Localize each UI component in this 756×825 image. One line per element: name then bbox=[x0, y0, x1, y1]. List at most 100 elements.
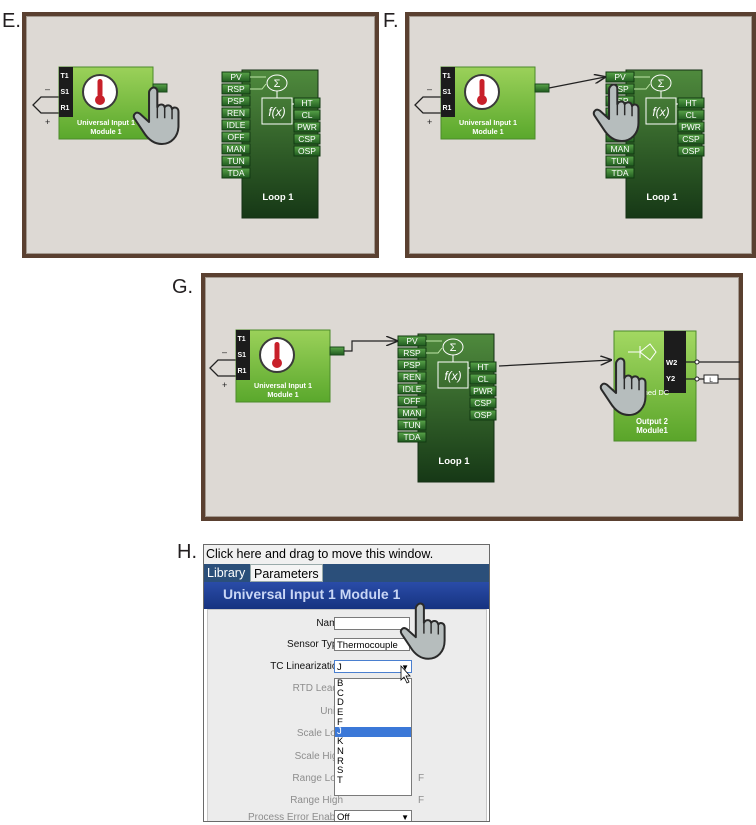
thermocouple-minus: – bbox=[45, 84, 50, 94]
dropdown-option-e[interactable]: E bbox=[337, 707, 344, 719]
loop-input-pin-off bbox=[397, 395, 427, 407]
dropdown-option-b[interactable]: B bbox=[337, 678, 344, 689]
load-label: L bbox=[709, 377, 713, 384]
field-label-range-high: Range High bbox=[290, 795, 343, 806]
loop-input-pin-psp bbox=[397, 359, 427, 371]
module-title: Universal Input 1 Module 1 bbox=[223, 586, 401, 602]
input-block-subtitle: Module 1 bbox=[267, 390, 298, 399]
input-pin-r1: R1 bbox=[443, 105, 452, 112]
thermometer-stem bbox=[97, 79, 103, 97]
input-output-pin bbox=[329, 346, 345, 356]
function-symbol: f(x) bbox=[652, 105, 669, 119]
output-pin-strip bbox=[664, 331, 686, 393]
field-label-tc-linearization: TC Linearization bbox=[270, 661, 343, 672]
dropdown-option-k[interactable]: K bbox=[337, 736, 344, 748]
loop-output-label-csp: CSP bbox=[298, 134, 316, 144]
dropdown-option-t[interactable]: T bbox=[337, 774, 343, 786]
loop-input-label-idle: IDLE bbox=[403, 384, 422, 394]
loop-output-label-ht: HT bbox=[301, 98, 312, 108]
field-label-scale-high: Scale High bbox=[294, 751, 343, 762]
input-pin-s1: S1 bbox=[61, 89, 70, 96]
loop-output-label-pwr: PWR bbox=[473, 386, 493, 396]
sum-symbol: Σ bbox=[274, 78, 281, 90]
sensor-type-select[interactable]: Thermocouple bbox=[334, 638, 410, 651]
dropdown-option-n[interactable]: N bbox=[337, 745, 344, 757]
loop-input-label-rsp: RSP bbox=[403, 348, 421, 358]
loop-output-pin-cl bbox=[677, 109, 705, 121]
loop-output-label-ht: HT bbox=[685, 98, 696, 108]
loop-input-pin-tun bbox=[605, 155, 635, 167]
input-pin-r1: R1 bbox=[61, 105, 70, 112]
loop-output-label-osp: OSP bbox=[474, 410, 492, 420]
dropdown-option-d[interactable]: D bbox=[337, 697, 344, 709]
thermocouple-plus: + bbox=[222, 380, 227, 390]
loop-input-pin-tun bbox=[221, 155, 251, 167]
loop-input-label-tda: TDA bbox=[404, 432, 421, 442]
input-pin-strip bbox=[236, 330, 250, 380]
dropdown-option-j[interactable]: J bbox=[335, 727, 411, 738]
tc-linearization-select[interactable]: J▼ bbox=[334, 660, 412, 673]
panel-label-f: F. bbox=[383, 10, 399, 32]
input-block-subtitle: Module 1 bbox=[472, 127, 503, 136]
window-tabs: Library Parameters bbox=[204, 564, 489, 582]
loop-input-pin-man bbox=[397, 407, 427, 419]
loop-block-e: PVRSPPSPRENIDLEOFFMANTUNTDAHTCLPWRCSPOSP… bbox=[221, 69, 321, 219]
tab-library[interactable]: Library bbox=[204, 564, 249, 582]
dropdown-option-s[interactable]: S bbox=[337, 765, 344, 777]
tab-parameters[interactable]: Parameters bbox=[250, 564, 323, 582]
process-error-enable-select[interactable]: Off▼ bbox=[334, 810, 412, 821]
thermometer-stem bbox=[479, 79, 485, 97]
connection-wire-f bbox=[548, 77, 605, 89]
output-block-subtitle: Module1 bbox=[636, 426, 668, 435]
loop-name: Loop 1 bbox=[262, 192, 294, 203]
thermocouple-minus: – bbox=[222, 347, 227, 357]
loop-input-label-psp: PSP bbox=[403, 360, 420, 370]
parameters-pane: Name Sensor Type Thermocouple TC Lineari… bbox=[207, 609, 487, 821]
input-block-subtitle: Module 1 bbox=[90, 127, 121, 136]
loop-input-label-pv: PV bbox=[614, 72, 626, 82]
input-pin-s1: S1 bbox=[238, 352, 247, 359]
loop-internal-wires bbox=[426, 340, 443, 354]
range-low-unit: F bbox=[418, 773, 425, 784]
field-label-name: Name bbox=[316, 618, 343, 629]
loop-input-label-psp: PSP bbox=[227, 96, 244, 106]
input-pin-strip bbox=[441, 67, 455, 117]
loop-output-pin-osp bbox=[677, 145, 705, 157]
range-high-unit: F bbox=[418, 795, 425, 806]
module-header: Universal Input 1 Module 1 bbox=[204, 582, 489, 609]
hand-finger-lines bbox=[623, 378, 640, 391]
loop-input-pin-tda bbox=[221, 167, 251, 179]
input-pin-r1: R1 bbox=[238, 368, 247, 375]
loop-link-wires bbox=[452, 355, 470, 369]
dropdown-option-r[interactable]: R bbox=[337, 755, 344, 767]
loop-output-pin-ht bbox=[677, 97, 705, 109]
loop-input-label-man: MAN bbox=[227, 144, 246, 154]
loop-input-pin-psp bbox=[221, 95, 251, 107]
loop-output-pin-csp bbox=[293, 133, 321, 145]
loop-input-label-off: OFF bbox=[228, 132, 245, 142]
window-title-bar[interactable]: Click here and drag to move this window. bbox=[204, 545, 489, 564]
loop-input-pin-idle bbox=[397, 383, 427, 395]
hand-pointer-shape bbox=[132, 86, 180, 146]
input-pin-strip bbox=[59, 67, 73, 117]
name-input[interactable] bbox=[334, 617, 410, 630]
loop-output-label-osp: OSP bbox=[682, 146, 700, 156]
loop-link-wires bbox=[276, 91, 294, 105]
function-symbol: f(x) bbox=[268, 105, 285, 119]
loop-output-label-cl: CL bbox=[478, 374, 489, 384]
field-label-sensor-type: Sensor Type bbox=[287, 639, 343, 650]
connection-wire-g1 bbox=[344, 341, 397, 352]
loop-input-pin-idle bbox=[221, 119, 251, 131]
loop-input-label-man: MAN bbox=[403, 408, 422, 418]
thermocouple-minus: – bbox=[427, 84, 432, 94]
hand-pointer-icon bbox=[132, 86, 180, 146]
dropdown-option-c[interactable]: C bbox=[337, 687, 344, 699]
field-label-scale-low: Scale Low bbox=[296, 728, 343, 739]
dropdown-option-f[interactable]: F bbox=[337, 716, 343, 728]
loop-output-label-cl: CL bbox=[302, 110, 313, 120]
output-pin-w2: W2 bbox=[666, 358, 677, 367]
loop-input-label-off: OFF bbox=[404, 396, 421, 406]
loop-input-label-tun: TUN bbox=[227, 156, 244, 166]
loop-block-f: PVRSPPSPRENIDLEOFFMANTUNTDAHTCLPWRCSPOSP… bbox=[605, 69, 705, 219]
